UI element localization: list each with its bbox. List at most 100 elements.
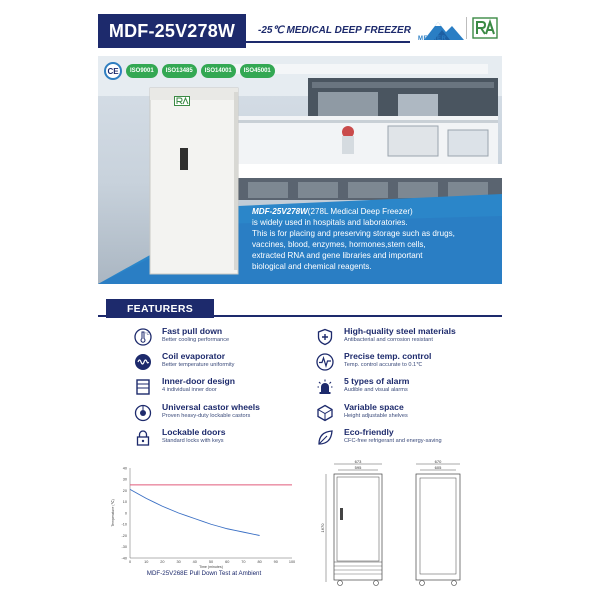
y-tick-label: 40 [123, 466, 127, 470]
y-tick-label: 10 [123, 500, 127, 504]
y-tick-label: -40 [122, 556, 128, 560]
title-underline [246, 41, 410, 43]
cabinet-logo-icon [174, 96, 190, 106]
feature-precise-temp: Precise temp. control Temp. control accu… [316, 351, 431, 371]
coil-icon [135, 354, 151, 370]
x-tick-label: 100 [289, 560, 295, 564]
ra-logo-icon [472, 17, 498, 39]
brand-separator [466, 17, 467, 39]
side-inner-depth-label: 605 [435, 465, 442, 470]
feature-title: Eco-friendly [344, 427, 394, 437]
feature-subtitle: Better temperature uniformity [162, 362, 235, 368]
x-tick-label: 80 [257, 560, 261, 564]
feature-inner-door: Inner-door design 4 individual inner doo… [134, 376, 235, 396]
product-description: MDF-25V278W(278L Medical Deep Freezer) i… [252, 207, 492, 272]
iso45001-badge: ISO45001 [239, 64, 275, 78]
x-tick-label: 30 [176, 560, 180, 564]
lab-scene-illustration [98, 56, 502, 284]
side-outer-depth-label: 670 [435, 459, 442, 464]
x-tick-label: 10 [144, 560, 148, 564]
y-tick-label: -10 [122, 523, 128, 527]
pulse-icon [316, 353, 334, 371]
mountain-logo-icon [424, 22, 464, 40]
description-line-6: biological and chemical reagents. [252, 261, 372, 271]
description-line-3: This is for placing and preserving stora… [252, 228, 455, 238]
x-tick-label: 40 [193, 560, 197, 564]
feature-subtitle: Proven heavy-duty lockable castors [162, 413, 251, 419]
x-tick-label: 20 [160, 560, 164, 564]
description-line-2: is widely used in hospitals and laborato… [252, 217, 408, 227]
shield-plus-icon [317, 328, 333, 346]
chart-caption: MDF-25V268E Pull Down Test at Ambient [146, 570, 262, 577]
feature-castor-wheels: Universal castor wheels Proven heavy-dut… [134, 402, 260, 422]
description-line-4: vaccines, blood, enzymes, hormones,stem … [252, 239, 426, 249]
feature-title: Inner-door design [162, 376, 236, 386]
feature-subtitle: CFC-free refrigerant and energy-saving [344, 438, 442, 444]
feature-steel-materials: High-quality steel materials Antibacteri… [316, 326, 456, 346]
description-line-5: extracted RNA and gene libraries and imp… [252, 250, 423, 260]
feature-subtitle: Antibacterial and corrosion resistant [344, 337, 433, 343]
dimension-drawings: 673 595 1670 670 605 [320, 459, 461, 586]
feature-title: Universal castor wheels [162, 402, 260, 412]
brand-name: METHER [418, 36, 447, 42]
y-axis-label: Temperature (℃) [111, 499, 115, 527]
shelf-icon [317, 404, 333, 422]
series-line-1 [129, 488, 260, 536]
x-tick-label: 90 [274, 560, 278, 564]
feature-variable-space: Variable space Height adjustable shelves [316, 402, 408, 422]
description-model: MDF-25V278W [252, 207, 308, 216]
side-view-drawing: 670 605 [415, 459, 461, 586]
y-tick-label: -20 [122, 534, 128, 538]
feature-subtitle: Standard locks with keys [162, 438, 224, 444]
lock-icon [136, 430, 150, 446]
feature-title: Lockable doors [162, 427, 226, 437]
y-tick-label: 30 [123, 478, 127, 482]
feature-title: Variable space [344, 402, 404, 412]
features-title: FEATURERS [106, 299, 214, 318]
iso14001-badge: ISO14001 [200, 64, 236, 78]
feature-title: Coil evaporator [162, 351, 226, 361]
model-title-box: MDF-25V278W [98, 14, 246, 48]
front-inner-width-label: 595 [355, 465, 362, 470]
feature-subtitle: Better cooling performance [162, 337, 230, 343]
x-tick-label: 50 [209, 560, 213, 564]
hero-lab-image [98, 56, 502, 284]
feature-fast-pull-down: °C Fast pull down Better cooling perform… [134, 326, 229, 346]
feature-subtitle: Temp. control accurate to 0.1℃ [344, 362, 423, 368]
feature-coil-evaporator: Coil evaporator Better temperature unifo… [134, 351, 234, 371]
door-icon [136, 379, 150, 395]
front-outer-width-label: 673 [355, 459, 362, 464]
svg-text:°C: °C [145, 331, 150, 336]
iso9001-badge: ISO9001 [126, 64, 158, 78]
y-tick-label: 0 [125, 511, 127, 515]
alarm-icon [317, 379, 333, 394]
feature-subtitle: Audible and visual alarms [344, 387, 408, 393]
feature-title: 5 types of alarm [344, 376, 410, 386]
features-header: FEATURERS [98, 299, 502, 318]
y-tick-label: -30 [122, 545, 128, 549]
feature-lockable-doors: Lockable doors Standard locks with keys [134, 427, 226, 447]
x-axis-label: Time (minutes) [199, 565, 223, 569]
thermometer-fast-icon: °C [134, 328, 152, 346]
front-view-drawing: 673 595 1670 [320, 459, 383, 586]
feature-subtitle: Height adjustable shelves [344, 413, 408, 419]
feature-alarms: 5 types of alarm Audible and visual alar… [316, 376, 409, 396]
model-title: MDF-25V278W [108, 20, 236, 41]
feature-eco-friendly: Eco-friendly CFC-free refrigerant and en… [316, 427, 442, 447]
leaf-icon [318, 430, 333, 445]
x-tick-label: 60 [225, 560, 229, 564]
product-subtitle: -25℃ MEDICAL DEEP FREEZER [258, 25, 411, 36]
x-tick-label: 70 [241, 560, 245, 564]
description-line-1: (278L Medical Deep Freezer) [307, 207, 413, 216]
certification-badges: CE ISO9001 ISO13485 ISO14001 ISO45001 [104, 62, 275, 80]
height-label: 1670 [320, 523, 325, 533]
feature-title: High-quality steel materials [344, 326, 456, 336]
x-tick-label: 0 [129, 560, 131, 564]
castor-icon [134, 404, 152, 422]
ce-mark-badge: CE [104, 62, 122, 80]
feature-subtitle: 4 individual inner door [162, 387, 217, 393]
feature-title: Precise temp. control [344, 351, 432, 361]
feature-title: Fast pull down [162, 326, 223, 336]
